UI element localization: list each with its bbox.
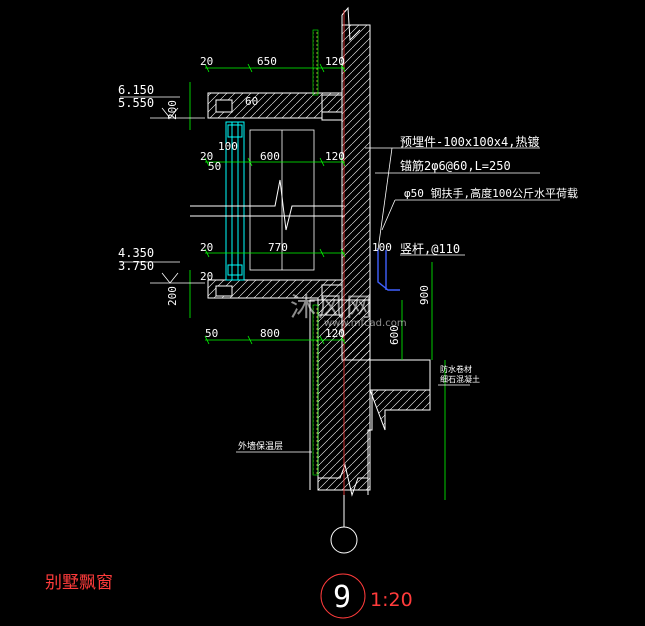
elevation-markers [120, 96, 205, 284]
elev-4350: 4.350 [118, 246, 154, 260]
elev-3750: 3.750 [118, 259, 154, 273]
lower-slab [207, 279, 343, 316]
note-waterproof-a: 防水卷材 [440, 364, 472, 374]
elevation-text: 6.150 5.550 4.350 3.750 [118, 83, 154, 273]
dim-650: 650 [257, 55, 277, 68]
dim-20-a: 20 [200, 55, 213, 68]
insulation-layer [312, 29, 319, 476]
annotation-text: 预埋件-100x100x4,热镀 锚筋2φ6@60,L=250 φ50 钢扶手,… [238, 135, 578, 452]
dim-120-c: 120 [325, 327, 345, 340]
detail-number: 9 [333, 580, 351, 615]
exterior-wall [309, 15, 431, 495]
dim-20-d: 20 [200, 270, 213, 283]
dim-600: 600 [260, 150, 280, 163]
detail-bubble: 9 [320, 573, 366, 619]
dim-50-b: 50 [205, 327, 218, 340]
elev-5550: 5.550 [118, 96, 154, 110]
note-anchor-bars: 锚筋2φ6@60,L=250 [400, 158, 511, 173]
dim-120-b: 120 [325, 150, 345, 163]
dim-120-a: 120 [325, 55, 345, 68]
upper-slab [207, 92, 343, 119]
dim-900: 900 [418, 285, 431, 305]
dim-20-b: 20 [200, 150, 213, 163]
note-handrail: φ50 钢扶手,高度100公斤水平荷载 [404, 186, 578, 200]
dimension-text: 650 120 20 600 120 20 100 50 770 20 100 … [166, 55, 431, 345]
drawing-title: 别墅飘窗 [45, 573, 113, 593]
break-lines [190, 6, 368, 497]
dim-600-v: 600 [388, 325, 401, 345]
watermark-url: www.mfcad.com [324, 318, 407, 329]
watermark-logo: 沐风网 [290, 293, 375, 323]
note-insulation: 外墙保温层 [238, 440, 283, 452]
dim-200-a: 200 [166, 100, 179, 120]
leader-lines [236, 147, 560, 453]
note-embed-plate: 预埋件-100x100x4,热镀 [400, 135, 539, 149]
railing [377, 248, 400, 291]
dim-200-b: 200 [166, 286, 179, 306]
dim-20-c: 20 [200, 241, 213, 254]
dim-770: 770 [268, 241, 288, 254]
note-balusters: 竖杆,@110 [400, 242, 460, 256]
dimension-lines [189, 63, 446, 500]
dim-60: 60 [245, 95, 258, 108]
window-frame [225, 121, 245, 281]
dim-50-a: 50 [208, 160, 221, 173]
note-waterproof-b: 细石混凝土 [440, 374, 480, 384]
drawing-scale: 1:20 [370, 589, 413, 611]
dim-100-a: 100 [218, 140, 238, 153]
dim-100-b: 100 [372, 241, 392, 254]
axis-bubble [330, 495, 358, 554]
elev-6150: 6.150 [118, 83, 154, 97]
dim-800: 800 [260, 327, 280, 340]
